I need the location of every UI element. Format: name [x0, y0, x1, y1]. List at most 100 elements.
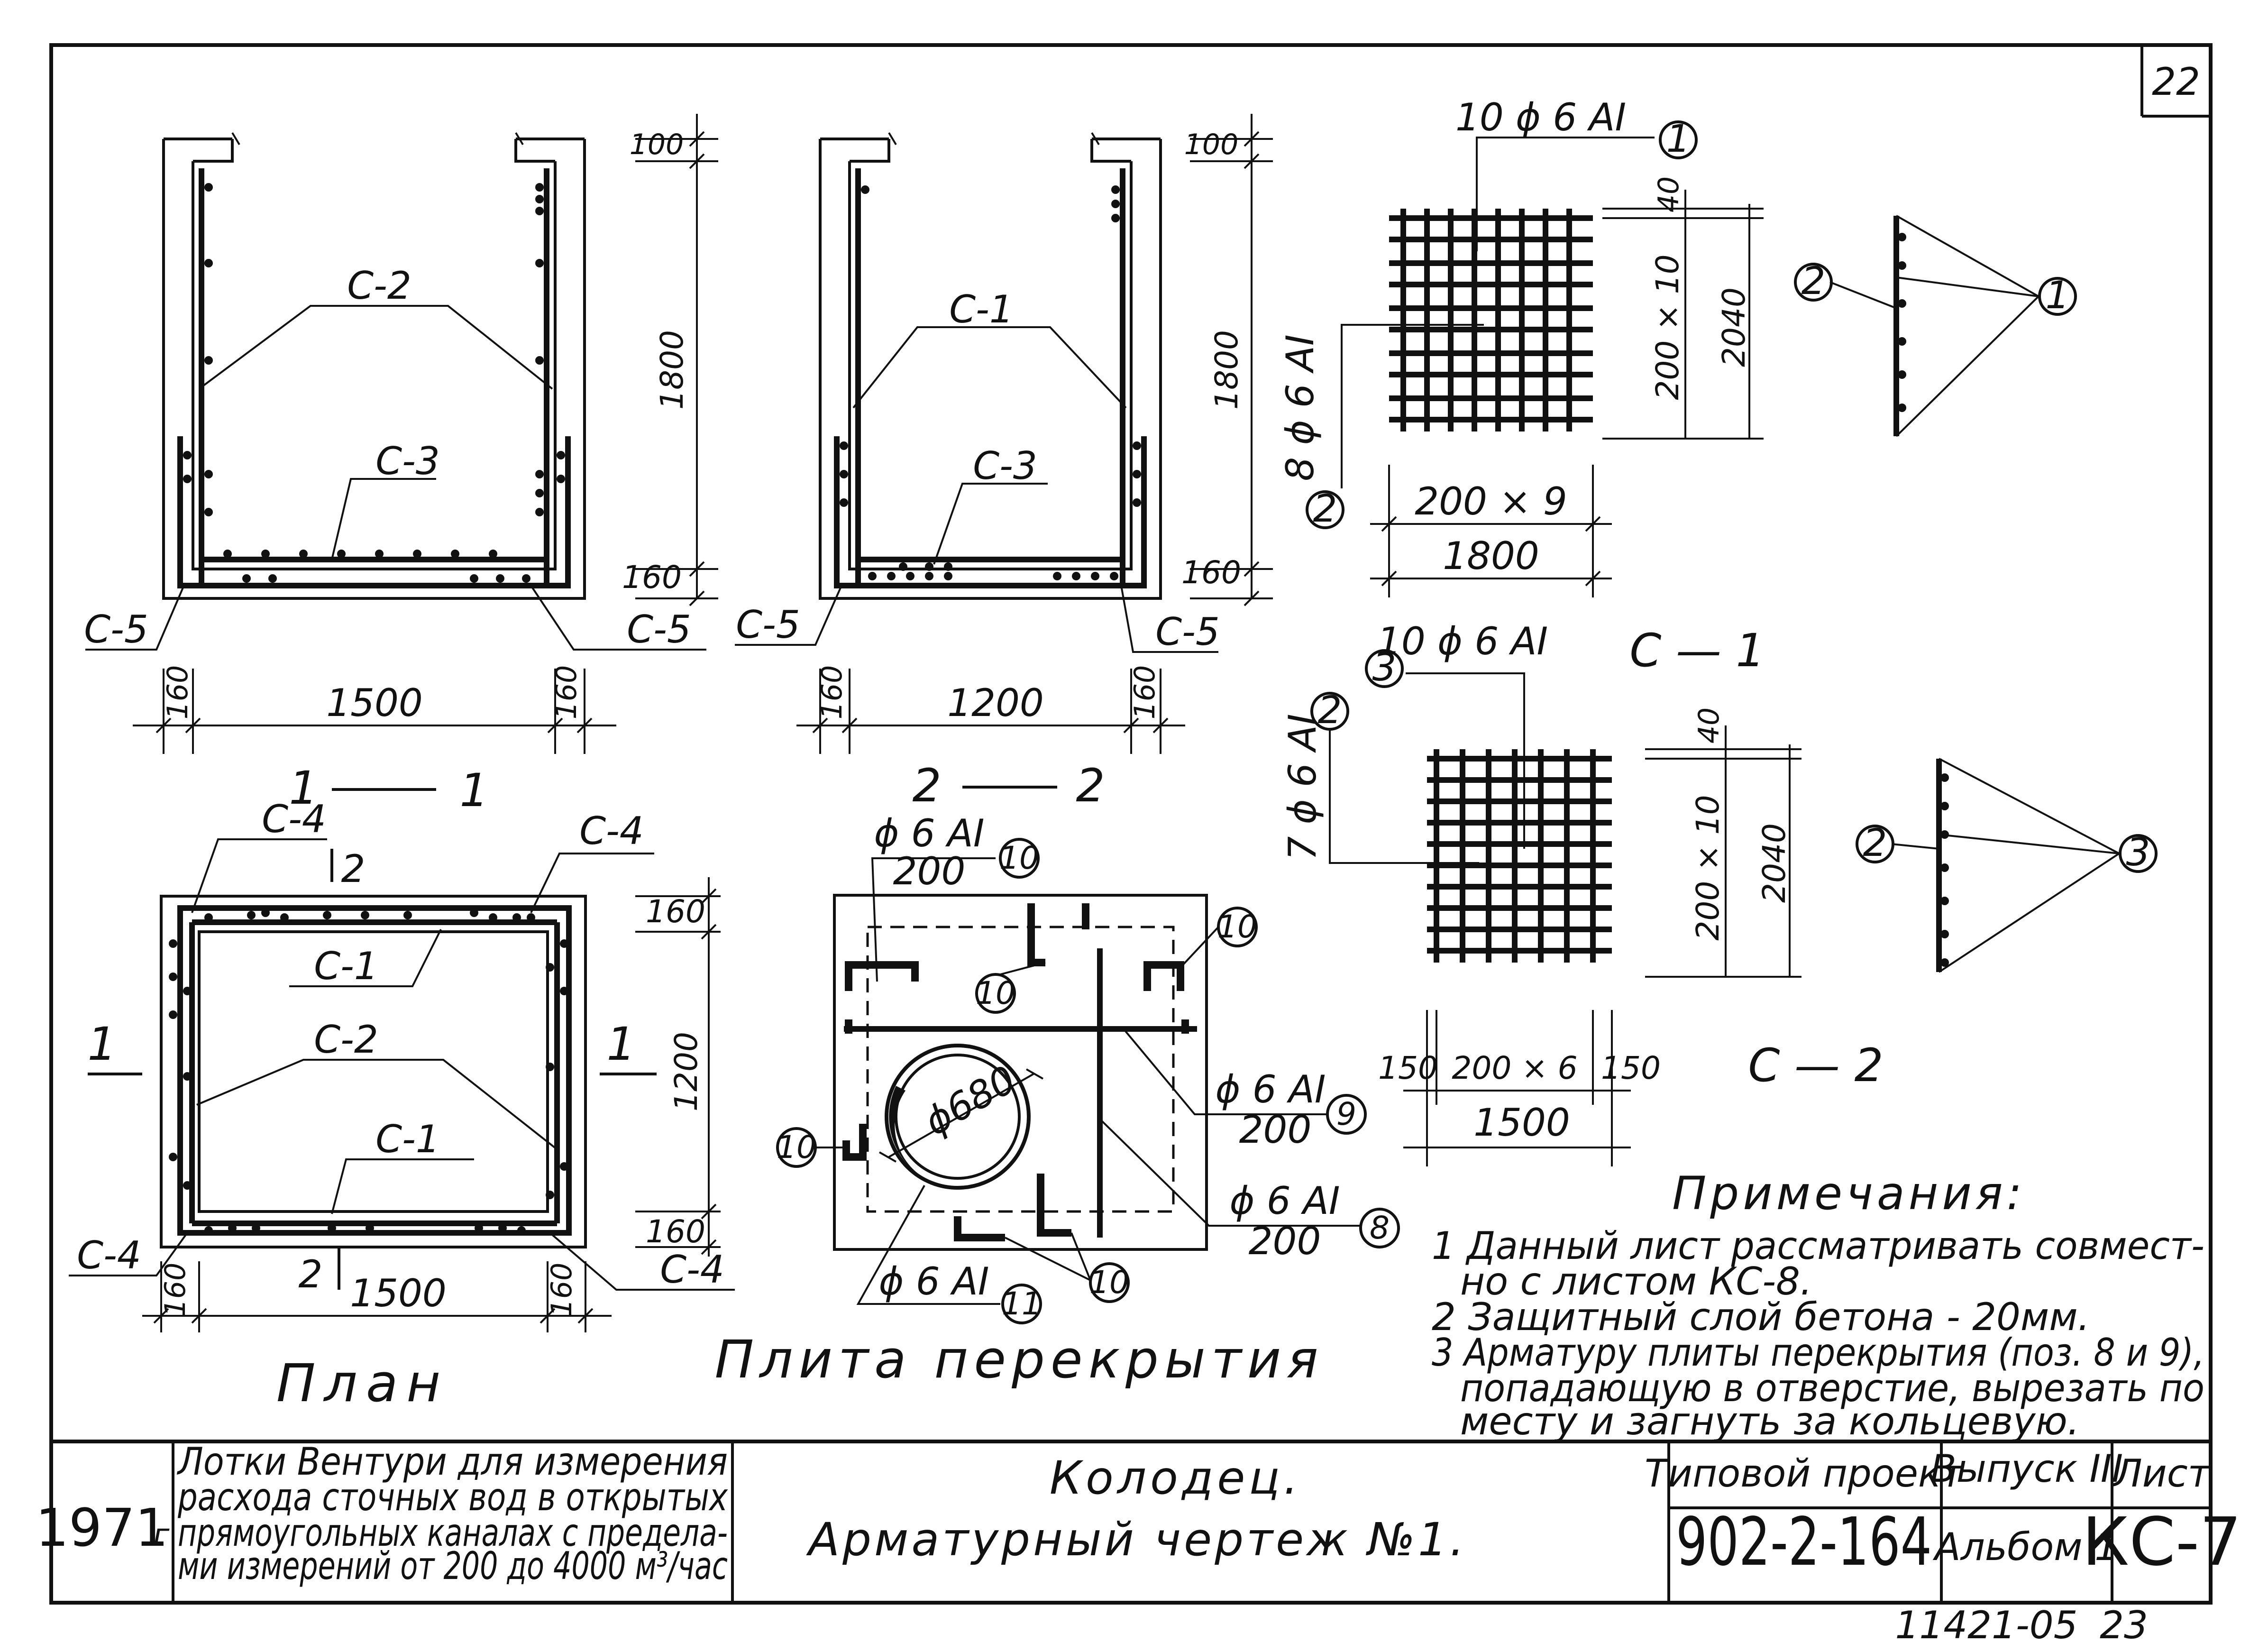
svg-text:10: 10	[777, 1129, 816, 1166]
svg-text:Лист: Лист	[2113, 1451, 2211, 1496]
label-c5-left: С-5	[84, 607, 148, 652]
svg-text:2: 2	[1076, 759, 1105, 812]
svg-text:160: 160	[550, 665, 583, 720]
svg-text:150: 150	[1601, 1050, 1661, 1086]
svg-text:но с листом КС-8.: но с листом КС-8.	[1460, 1259, 1812, 1303]
svg-text:1500: 1500	[350, 1271, 447, 1315]
svg-text:160: 160	[622, 559, 682, 596]
svg-text:месту и загнуть за кольцев: месту и загнуть за кольцевую.	[1460, 1399, 2079, 1443]
section-1-1: С-2 С-3 С-5 С-5 100 1800 160 160 1500 16…	[84, 114, 718, 817]
svg-text:ϕ 6 AI: ϕ 6 AI	[1230, 1179, 1340, 1223]
svg-text:200 × 9: 200 × 9	[1415, 479, 1567, 523]
svg-text:1: 1	[459, 764, 488, 817]
mesh-c2: 10 ϕ 6 AI 3 2 7 ϕ 6 AI 40 200 × 10 2040 …	[1280, 619, 2158, 1166]
svg-text:г: г	[153, 1517, 170, 1553]
label-c1: С-1	[949, 287, 1014, 331]
svg-text:11: 11	[1002, 1285, 1042, 1322]
notes: Примечания: 1 Данный лист рассматривать …	[1432, 1167, 2204, 1443]
svg-text:40: 40	[1652, 176, 1685, 212]
svg-text:С-2: С-2	[314, 1018, 378, 1062]
svg-text:160: 160	[815, 665, 849, 720]
svg-text:1: 1	[289, 762, 318, 815]
svg-text:попадающую в отверстие, выреза: попадающую в отверстие, вырезать по	[1460, 1366, 2204, 1410]
svg-text:200: 200	[1239, 1108, 1312, 1152]
label-c5-right: С-5	[627, 607, 691, 652]
svg-text:1: 1	[1666, 117, 1691, 161]
svg-text:Типовой проект: Типовой проект	[1645, 1451, 1964, 1496]
label-c2: С-2	[347, 264, 412, 308]
svg-text:С-1: С-1	[375, 1117, 440, 1161]
svg-text:10: 10	[999, 840, 1039, 876]
label-c5-right: С-5	[1155, 610, 1220, 654]
svg-text:9: 9	[1336, 1096, 1356, 1132]
svg-text:160: 160	[646, 893, 705, 930]
svg-text:2: 2	[1863, 821, 1887, 865]
svg-text:10: 10	[1089, 1264, 1129, 1301]
label-c3: С-3	[973, 444, 1037, 488]
sheet-code: КС-7	[2082, 1504, 2242, 1581]
svg-text:10: 10	[976, 975, 1015, 1011]
svg-text:С — 1: С — 1	[1629, 624, 1765, 677]
svg-text:2: 2	[341, 847, 366, 891]
svg-text:2: 2	[299, 1252, 323, 1296]
svg-text:1800: 1800	[654, 330, 690, 410]
section-2-2: С-1 С-3 С-5 С-5 100 1800 160 160 1200 16…	[735, 114, 1273, 812]
svg-text:160: 160	[161, 665, 194, 720]
svg-text:С — 2: С — 2	[1748, 1039, 1883, 1092]
svg-text:Альбом 1: Альбом 1	[1932, 1525, 2119, 1569]
hole-diameter: ϕ680	[917, 1057, 1023, 1144]
svg-text:С-4: С-4	[262, 797, 326, 841]
sheet-frame	[49, 43, 2213, 1605]
svg-text:8: 8	[1370, 1210, 1390, 1246]
svg-text:С-4: С-4	[77, 1233, 141, 1277]
svg-text:160: 160	[1181, 554, 1241, 591]
svg-text:С-4: С-4	[579, 809, 644, 853]
svg-text:8 ϕ 6 AI: 8 ϕ 6 AI	[1278, 334, 1322, 481]
svg-text:160: 160	[646, 1213, 705, 1250]
svg-text:1: 1	[2046, 273, 2070, 317]
svg-text:ϕ 6 AI: ϕ 6 AI	[874, 811, 985, 855]
svg-text:150: 150	[1378, 1050, 1438, 1086]
svg-text:1500: 1500	[1473, 1101, 1570, 1145]
svg-text:200 × 10: 200 × 10	[1649, 254, 1686, 400]
svg-text:расхода сточных вод в открытых: расхода сточных вод в открытых	[177, 1475, 728, 1519]
project-number: 902-2-164	[1676, 1504, 1932, 1581]
svg-text:С-1: С-1	[314, 944, 378, 988]
svg-text:160: 160	[545, 1263, 578, 1317]
svg-text:100: 100	[1184, 128, 1239, 161]
svg-text:40: 40	[1692, 707, 1726, 743]
svg-text:100: 100	[630, 128, 684, 161]
svg-text:прямоугольных каналах с предел: прямоугольных каналах с предела-	[178, 1511, 728, 1555]
svg-text:2 Защитный слой бетона - 20м: 2 Защитный слой бетона - 20мм.	[1432, 1295, 2090, 1339]
svg-text:1 Данный лист рассматривать со: 1 Данный лист рассматривать совмест-	[1432, 1224, 2204, 1268]
year: 1971	[36, 1497, 168, 1558]
label-c5-left: С-5	[736, 603, 800, 647]
svg-text:Колодец.: Колодец.	[1050, 1451, 1302, 1505]
svg-text:1: 1	[606, 1018, 635, 1071]
slab-view: ϕ680 ϕ 6 AI 200 10 10 10 10 ϕ 6 AI 200 9…	[715, 811, 1400, 1390]
svg-text:10: 10	[1217, 909, 1257, 945]
svg-text:1800: 1800	[1443, 534, 1539, 578]
svg-text:200: 200	[1249, 1219, 1321, 1263]
mesh-c1: 10 ϕ 6 AI 1 8 ϕ 6 AI 2 40 200 × 10 2040 …	[1278, 95, 2077, 677]
svg-text:1800: 1800	[1208, 330, 1245, 410]
label-c3: С-3	[375, 439, 440, 483]
svg-text:Выпуск III: Выпуск III	[1930, 1447, 2123, 1491]
svg-text:2040: 2040	[1756, 823, 1792, 903]
svg-text:3: 3	[2126, 830, 2150, 874]
svg-text:3 Арматуру плиты перекрытия (: 3 Арматуру плиты перекрытия (поз. 8 и 9)…	[1432, 1331, 2204, 1375]
svg-text:Лотки Вентури для измерения: Лотки Вентури для измерения	[176, 1440, 728, 1484]
svg-text:7 ϕ 6 AI: 7 ϕ 6 AI	[1280, 714, 1325, 860]
svg-text:ϕ 6 AI: ϕ 6 AI	[879, 1259, 989, 1303]
svg-text:2: 2	[1318, 688, 1342, 732]
svg-text:1500: 1500	[326, 681, 423, 725]
svg-text:С-4: С-4	[660, 1248, 724, 1292]
plan-title: План	[276, 1353, 449, 1413]
svg-text:2: 2	[1313, 486, 1337, 531]
svg-text:1200: 1200	[947, 681, 1044, 725]
notes-title: Примечания:	[1672, 1167, 2026, 1220]
archive-code: 11421-05	[1895, 1603, 2077, 1647]
svg-text:ϕ 6 AI: ϕ 6 AI	[1216, 1067, 1326, 1111]
title-block: 1971 г Лотки Вентури для измерения расхо…	[36, 1440, 2241, 1603]
